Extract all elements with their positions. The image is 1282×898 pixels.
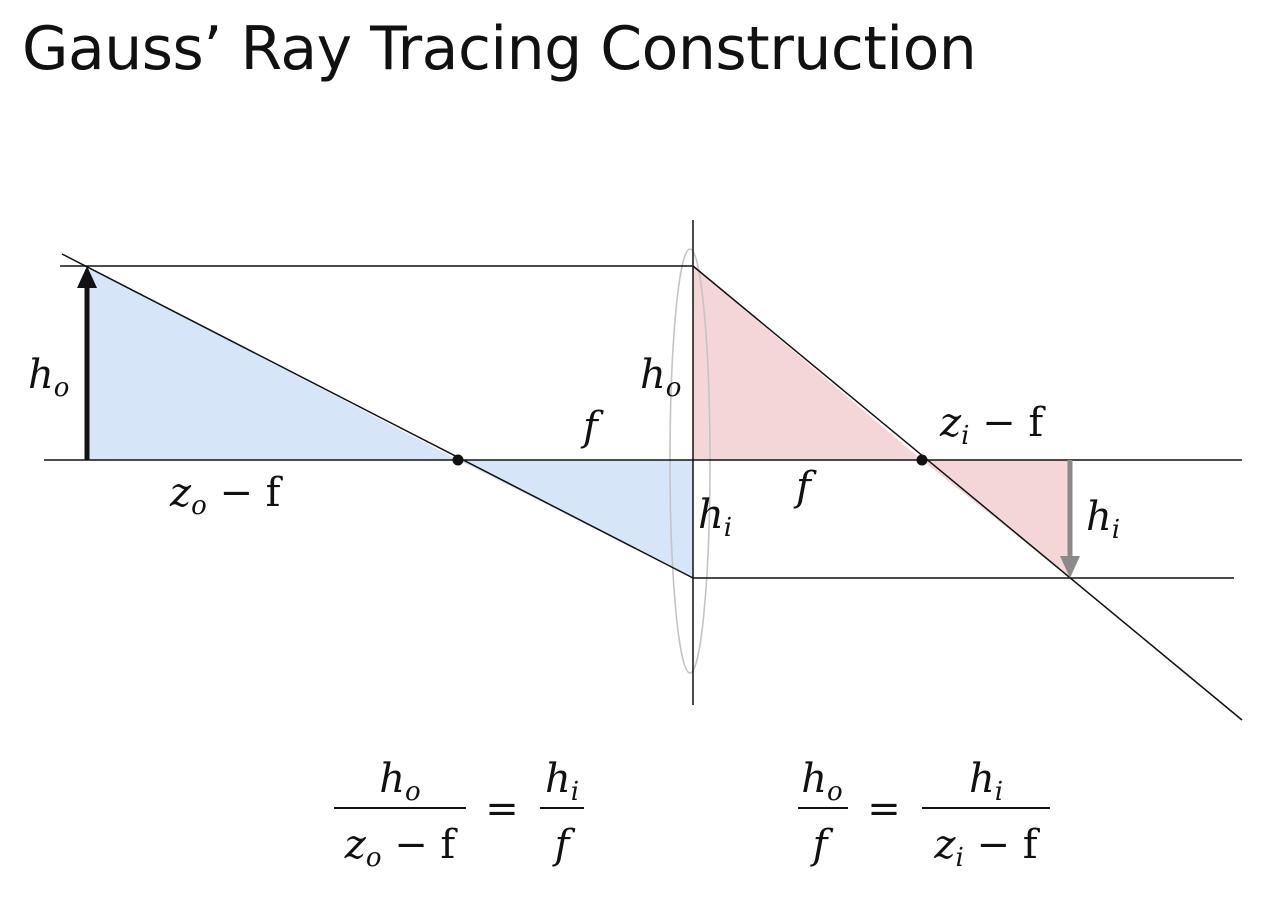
refracted-ray-image-side	[692, 265, 1243, 721]
label-image-distance-minus-f: zi − f	[939, 400, 1046, 451]
eq-right-lhs-numerator: ho	[801, 756, 842, 807]
eq-left-rhs-numerator: hi	[545, 756, 579, 807]
eq-right-equals: =	[867, 786, 901, 832]
label-image-height-at-lens: hi	[698, 492, 732, 543]
label-object-height-at-lens: ho	[640, 352, 681, 403]
eq-left-rhs-denominator: f	[552, 822, 576, 868]
focal-ray-object-side	[61, 253, 694, 579]
eq-left-equals: =	[485, 786, 519, 832]
label-focal-length-left: f	[580, 404, 604, 450]
focal-point-object-side	[452, 454, 464, 466]
lens-outline	[669, 248, 711, 674]
equation-right: ho f = hi zi − f	[798, 756, 1050, 873]
image-side-triangle-lower	[922, 460, 1070, 578]
page-title: Gauss’ Ray Tracing Construction	[22, 14, 977, 84]
eq-left-lhs-numerator: ho	[379, 756, 420, 807]
eq-right-rhs-numerator: hi	[969, 756, 1003, 807]
eq-right-rhs-denominator: zi − f	[933, 822, 1040, 873]
focal-point-image-side	[916, 454, 928, 466]
equation-left: ho zo − f = hi f	[334, 756, 584, 873]
label-focal-length-right: f	[793, 464, 817, 510]
eq-right-lhs-denominator: f	[810, 822, 834, 868]
eq-left-lhs-denominator: zo − f	[344, 822, 459, 873]
object-arrow-head	[77, 266, 97, 288]
label-object-height: ho	[28, 352, 69, 403]
image-side-triangle-upper	[693, 266, 922, 460]
label-object-distance-minus-f: zo − f	[169, 470, 284, 521]
label-image-height: hi	[1086, 494, 1120, 545]
image-arrow-head	[1060, 556, 1080, 578]
